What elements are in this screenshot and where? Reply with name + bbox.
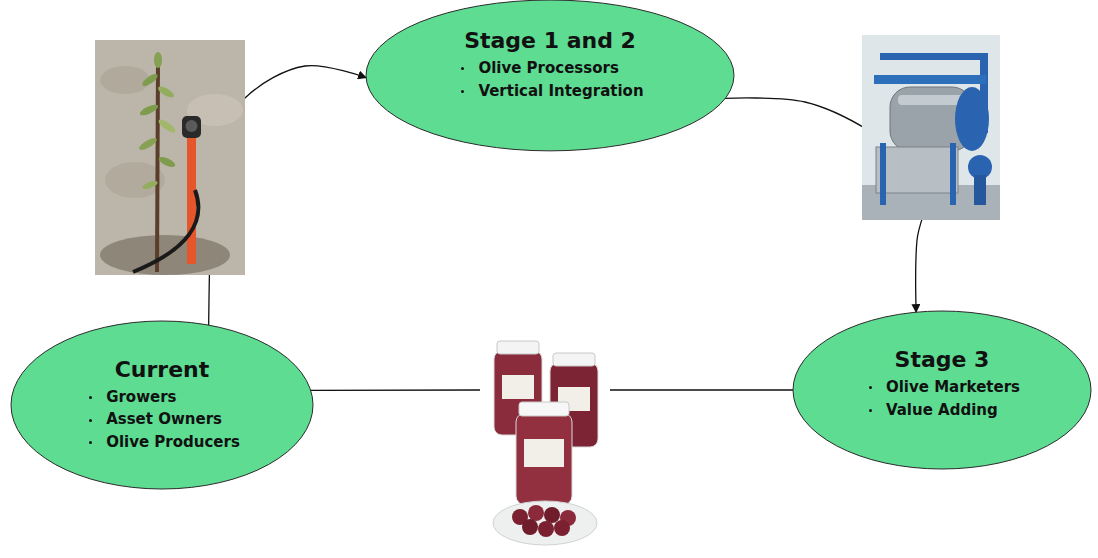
leaf (141, 72, 160, 88)
leaf (157, 155, 176, 169)
stage-ellipse: CurrentGrowersAsset OwnersOlive Producer… (10, 320, 314, 490)
gravel-patch (100, 66, 150, 94)
photo-ground (480, 335, 610, 550)
ellipse-text: CurrentGrowersAsset OwnersOlive Producer… (84, 357, 240, 454)
bullet-item: Value Adding (864, 399, 1020, 422)
jar-lid (553, 353, 595, 366)
bullet-item: Olive Marketers (864, 376, 1020, 399)
stage-ellipse: Stage 1 and 2 Olive ProcessorsVertical In… (365, 0, 735, 151)
leaf (157, 117, 177, 134)
drum-highlight (898, 95, 964, 105)
leaf (138, 136, 159, 152)
olive (544, 507, 560, 523)
marker-stake (187, 136, 196, 264)
bullet-item: Growers (84, 386, 240, 409)
factory-wall (862, 35, 1000, 220)
drip-pipe (133, 190, 198, 272)
stage-title: Stage 1 and 2 (456, 28, 643, 54)
leaf (138, 103, 159, 118)
olive-jar (516, 413, 572, 505)
stage-title: Current (84, 357, 240, 383)
ellipse-fill (366, 0, 734, 150)
jar-label (502, 375, 534, 399)
drum-end (955, 87, 989, 151)
leaf (154, 52, 162, 68)
frame-rail (874, 75, 986, 84)
lower-tank (876, 147, 958, 193)
machine-leg (880, 143, 886, 205)
leaf (141, 179, 158, 190)
bullet-item: Vertical Integration (456, 80, 643, 103)
glass-bowl (493, 501, 597, 545)
machine-leg (950, 143, 956, 205)
olive-jars-photo (480, 335, 610, 550)
sapling-photo (95, 40, 245, 275)
ellipse-fill (793, 311, 1091, 469)
bullet-item: Olive Processors (456, 57, 643, 80)
olive (554, 520, 570, 536)
ellipse-text: Stage 3 Olive MarketersValue Adding (864, 347, 1020, 421)
bullet-item: Olive Producers (84, 431, 240, 454)
stage-title: Stage 3 (864, 347, 1020, 373)
jar-label (524, 439, 564, 467)
stage-ellipse: Stage 3 Olive MarketersValue Adding (792, 310, 1092, 470)
leaf (156, 84, 175, 99)
olive (522, 519, 538, 535)
machine-photo (862, 35, 1000, 220)
gravel-ground (95, 40, 245, 275)
bullet-item: Asset Owners (84, 408, 240, 431)
jar-lid (519, 402, 569, 416)
sprinkler-nozzle (186, 120, 198, 132)
blue-pipe (880, 53, 988, 60)
ellipse-fill (11, 321, 313, 489)
sapling-stem (157, 62, 158, 272)
ellipse-text: Stage 1 and 2 Olive ProcessorsVertical In… (456, 28, 643, 102)
sprinkler-head (182, 116, 201, 138)
motor-stand (974, 175, 986, 205)
olive (538, 521, 554, 537)
jar-lid (497, 341, 539, 354)
olive (528, 505, 544, 521)
